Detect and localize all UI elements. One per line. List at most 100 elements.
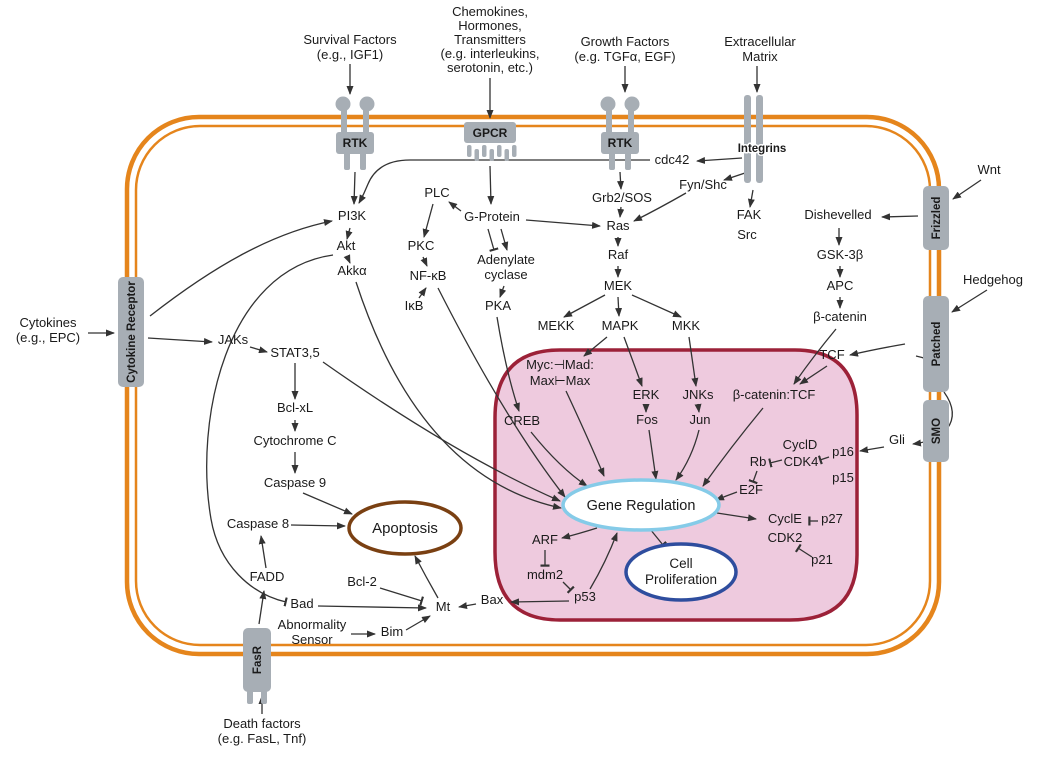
death-factors-label-1: Death factors — [223, 716, 301, 731]
node-p27: p27 — [821, 511, 843, 526]
arrow — [422, 203, 434, 238]
inhibit-arrow — [748, 470, 758, 485]
node-gsk3b: GSK-3β — [817, 247, 864, 262]
rtk2-label: RTK — [608, 136, 633, 150]
node-mt: Mt — [436, 599, 451, 614]
arrow — [458, 602, 477, 610]
rtk-receptor-right: RTK — [600, 96, 640, 170]
cell-proliferation-label-2: Proliferation — [645, 572, 717, 587]
node-labels: cdc42 Fyn/Shc FAK Src Grb2/SOS Ras Raf M… — [218, 152, 905, 647]
node-stat35: STAT3,5 — [270, 345, 319, 360]
ecm-label-2: Matrix — [742, 49, 778, 64]
arrow — [496, 316, 520, 412]
node-fak: FAK — [737, 207, 762, 222]
arrow — [405, 615, 431, 631]
cytokine-receptor-label: Cytokine Receptor — [126, 281, 138, 383]
arrow — [793, 328, 837, 385]
arrow — [149, 219, 333, 317]
chemokines-label-2: Hormones, — [458, 18, 522, 33]
node-pka: PKA — [485, 298, 511, 313]
node-creb: CREB — [504, 413, 540, 428]
arrow — [859, 446, 885, 454]
arrow — [617, 171, 625, 190]
arrow — [849, 343, 906, 357]
rtk-receptor-left: RTK — [335, 96, 375, 170]
inhibit-arrow — [206, 254, 334, 607]
node-mkk: MKK — [672, 318, 701, 333]
node-apc: APC — [827, 278, 854, 293]
arrow — [350, 171, 358, 205]
ecm-label-1: Extracellular — [724, 34, 796, 49]
chemokines-label-4: (e.g. interleukins, — [441, 46, 540, 61]
arrow — [290, 522, 346, 530]
inhibit-arrow — [768, 458, 783, 468]
frizzled-label: Frizzled — [931, 197, 943, 240]
inhibit-arrow — [649, 528, 667, 549]
arrow — [530, 431, 588, 487]
fasr-receptor: FasR — [243, 628, 271, 704]
growth-factors-label: Growth Factors — [581, 34, 670, 49]
death-factors-label-2: (e.g. FasL, Tnf) — [218, 731, 307, 746]
arrow — [589, 532, 618, 590]
node-src: Src — [737, 227, 757, 242]
node-mekk: MEKK — [538, 318, 575, 333]
node-plc: PLC — [424, 185, 449, 200]
node-mapk: MAPK — [602, 318, 639, 333]
node-myc-max-1: Myc:⊣Mad: — [526, 357, 594, 372]
apoptosis-label: Apoptosis — [372, 520, 438, 537]
inhibit-arrow — [817, 455, 830, 465]
node-myc-max-2: Max⊢Max — [530, 373, 591, 388]
node-cdc42: cdc42 — [655, 152, 690, 167]
node-erk: ERK — [633, 387, 660, 402]
arrow — [799, 365, 828, 385]
inhibit-arrow — [562, 581, 575, 594]
node-abnormality-sensor-1: Abnormality — [278, 617, 347, 632]
node-gli: Gli — [889, 432, 905, 447]
arrow — [355, 281, 562, 510]
node-grb2-sos: Grb2/SOS — [592, 190, 652, 205]
node-cytochrome-c: Cytochrome C — [253, 433, 336, 448]
arrow — [448, 201, 462, 212]
cell-proliferation-ellipse — [624, 542, 738, 602]
node-fyn-shc: Fyn/Shc — [679, 177, 727, 192]
arrow — [249, 346, 268, 354]
gpcr-label: GPCR — [473, 126, 508, 140]
node-bclxl: Bcl-xL — [277, 400, 313, 415]
node-jnks: JNKs — [682, 387, 714, 402]
arrow — [952, 179, 982, 200]
node-p53: p53 — [574, 589, 596, 604]
node-arf: ARF — [532, 532, 558, 547]
arrow — [147, 337, 213, 345]
arrow — [258, 590, 267, 625]
arrow — [675, 429, 700, 481]
node-fadd: FADD — [250, 569, 285, 584]
arrow — [617, 206, 625, 218]
inhibit-arrow — [379, 587, 424, 606]
node-adenylate-cyclase-2: cyclase — [484, 267, 527, 282]
chemokines-label-3: Transmitters — [454, 32, 526, 47]
node-akt: Akt — [337, 238, 356, 253]
arrow — [418, 287, 427, 299]
fasr-label: FasR — [252, 645, 264, 674]
arrow — [623, 336, 643, 387]
node-e2f: E2F — [739, 482, 763, 497]
node-p21: p21 — [811, 552, 833, 567]
node-rb: Rb — [750, 454, 767, 469]
arrow — [631, 294, 682, 318]
node-b-catenin-tcf: β-catenin:TCF — [733, 387, 816, 402]
node-cdk4: CDK4 — [784, 454, 819, 469]
cytokines-label-1: Cytokines — [19, 315, 77, 330]
gene-regulation-label: Gene Regulation — [587, 498, 696, 514]
node-jaks: JAKs — [218, 332, 249, 347]
node-b-catenin: β-catenin — [813, 309, 867, 324]
node-p15: p15 — [832, 470, 854, 485]
node-caspase9: Caspase 9 — [264, 475, 326, 490]
arrow — [414, 555, 439, 599]
arrow — [525, 219, 601, 229]
inhibit-arrow — [794, 543, 813, 558]
node-caspase8: Caspase 8 — [227, 516, 289, 531]
arrow — [583, 336, 608, 357]
arrow — [302, 492, 353, 515]
apoptosis-ellipse — [347, 500, 463, 556]
